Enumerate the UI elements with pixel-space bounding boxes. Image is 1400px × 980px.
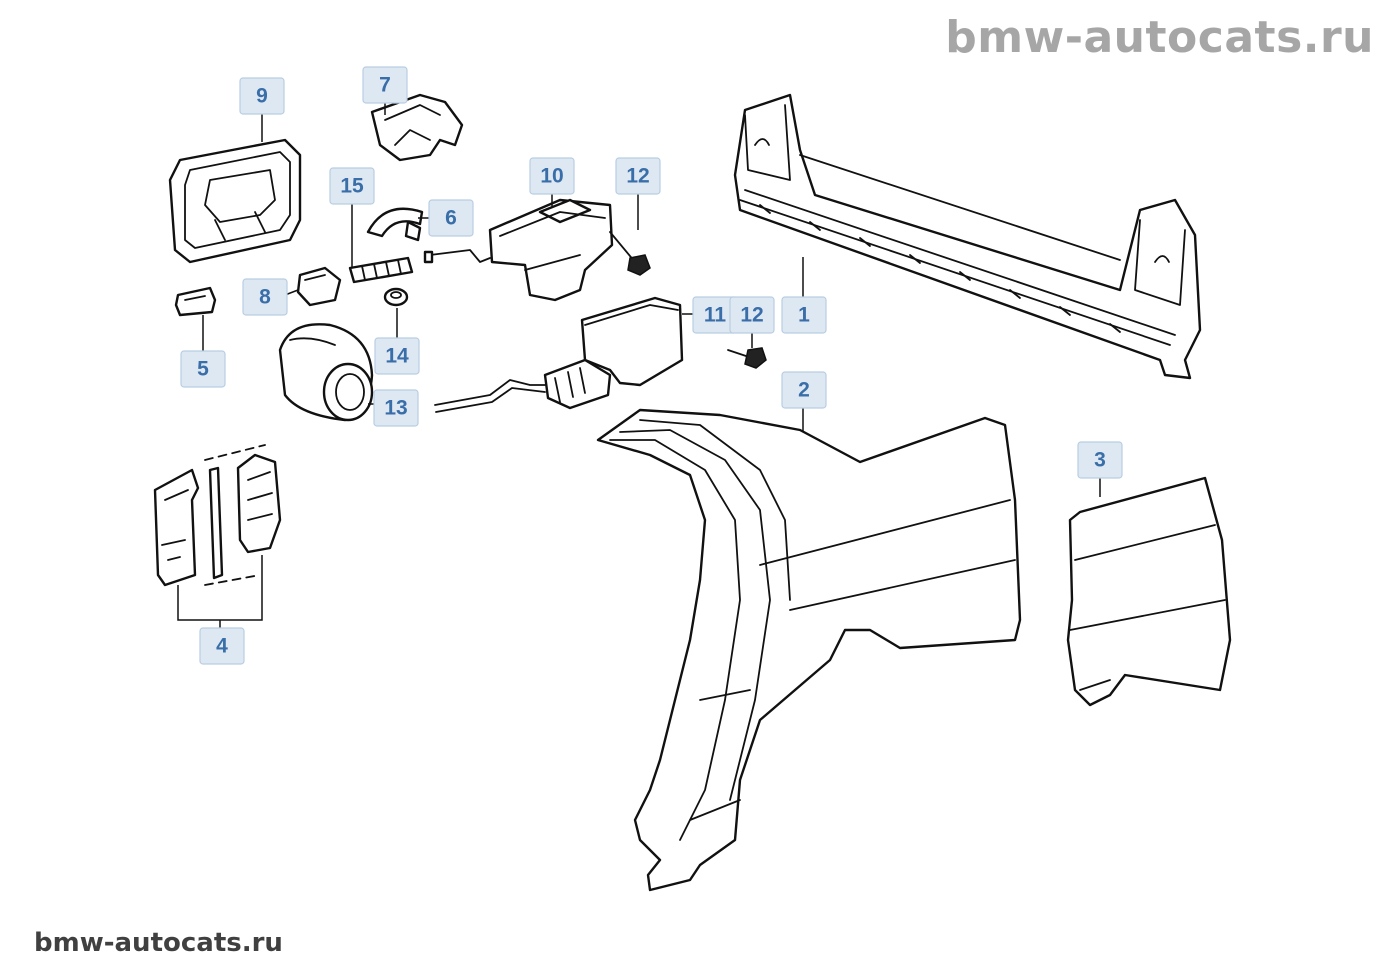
- callout-10-label: 10: [540, 165, 563, 188]
- part-8-cap: [296, 266, 342, 307]
- callout-13: 13: [373, 389, 419, 427]
- callout-12-lower-label: 12: [740, 304, 763, 327]
- callout-11: 11: [692, 296, 738, 334]
- callout-9: 9: [239, 77, 285, 115]
- callout-12-lower: 12: [729, 296, 775, 334]
- watermark-top: bmw-autocats.ru: [945, 12, 1374, 63]
- part-9-fuel-flap: [168, 138, 302, 264]
- callout-7: 7: [362, 66, 408, 104]
- watermark-bottom: bmw-autocats.ru: [34, 928, 283, 958]
- part-4-latch-assembly: [153, 444, 282, 587]
- callout-5: 5: [180, 350, 226, 388]
- callout-2: 2: [781, 371, 827, 409]
- screw-upper: [609, 231, 651, 276]
- callout-6-label: 6: [445, 207, 457, 230]
- callout-12-upper-label: 12: [626, 165, 649, 188]
- callout-4: 4: [199, 627, 245, 665]
- callout-3: 3: [1077, 441, 1123, 479]
- part-5-small-clip: [174, 286, 217, 317]
- part-3-panel-section: [1066, 476, 1232, 707]
- callout-5-label: 5: [197, 358, 209, 381]
- callout-1-label: 1: [798, 304, 810, 327]
- callout-15-label: 15: [340, 175, 364, 198]
- callout-2-label: 2: [798, 379, 810, 402]
- callout-9-label: 9: [256, 85, 268, 108]
- callout-10: 10: [529, 157, 575, 195]
- callout-8-label: 8: [259, 286, 271, 309]
- callout-6: 6: [428, 199, 474, 237]
- part-1-side-panel: [733, 93, 1202, 380]
- part-7-housing: [370, 93, 464, 162]
- part-6-clip: [366, 207, 424, 242]
- part-14-grommet: [383, 287, 409, 307]
- callout-14: 14: [374, 337, 420, 375]
- callout-14-label: 14: [385, 345, 409, 368]
- callout-3-label: 3: [1094, 449, 1106, 472]
- callout-7-label: 7: [379, 74, 391, 97]
- callout-12-upper: 12: [615, 157, 661, 195]
- callout-4-label: 4: [216, 635, 228, 658]
- callout-11-label: 11: [704, 304, 727, 327]
- part-15-spring-rod: [348, 256, 414, 284]
- callout-8: 8: [242, 278, 288, 316]
- callout-13-label: 13: [384, 397, 407, 420]
- part-2-quarter-panel: [596, 408, 1022, 892]
- screw-lower: [727, 347, 767, 369]
- part-10-actuator: [423, 198, 614, 302]
- leader-lines: [177, 103, 1101, 628]
- part-13-filler-boot: [278, 323, 374, 422]
- callout-1: 1: [781, 296, 827, 334]
- callout-15: 15: [329, 167, 375, 205]
- part-11-lock-motor: [434, 296, 684, 413]
